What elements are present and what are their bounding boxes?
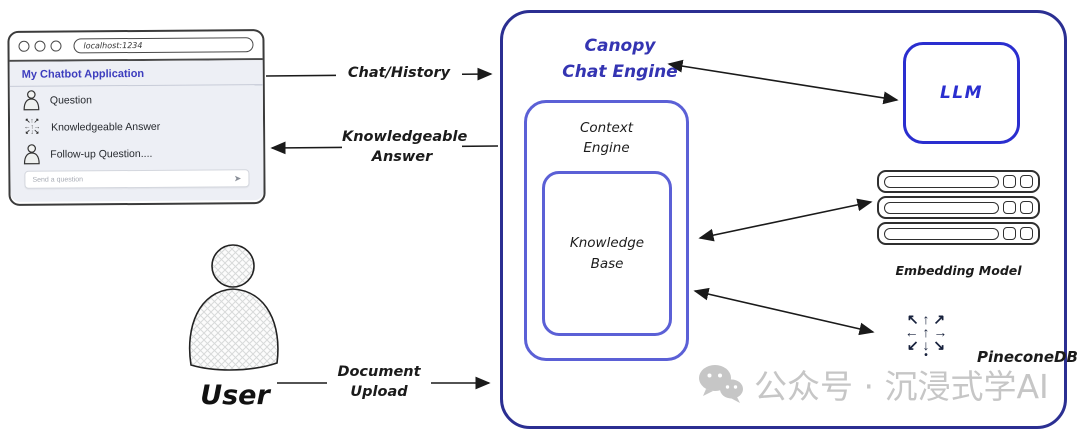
watermark: 公众号 · 沉浸式学AI xyxy=(698,360,1049,408)
server-rack-icon xyxy=(877,222,1040,245)
context-engine-box: Context Engine Knowledge Base xyxy=(524,100,689,361)
app-title: My Chatbot Application xyxy=(9,60,263,87)
pinecone-logo-icon: ↖ ↑ ↗ ← ↑ → ↙ ↓ ↘ • xyxy=(904,311,948,361)
knowledgeable-answer-label: Knowledgeable Answer xyxy=(342,127,467,168)
chat-history-label: Chat/History xyxy=(336,63,462,84)
question-input[interactable] xyxy=(32,174,234,184)
document-upload-label: Document Upload xyxy=(327,362,431,403)
message-label: Follow-up Question.... xyxy=(50,147,153,161)
chat-message-question: Question xyxy=(10,85,263,114)
question-input-bar: ➤ xyxy=(24,169,250,189)
user-figure xyxy=(188,244,279,371)
embedding-model-servers xyxy=(877,170,1040,248)
user-icon xyxy=(23,90,40,111)
window-control-icon[interactable] xyxy=(34,40,46,52)
watermark-text: 公众号 · 沉浸式学AI xyxy=(754,367,1049,406)
llm-label: LLM xyxy=(939,83,984,103)
address-bar[interactable]: localhost:1234 xyxy=(73,37,254,54)
pinecone-arrows-icon: ↖↑↗ ←↑→ ↙↓↘ xyxy=(23,117,41,137)
server-rack-icon xyxy=(877,196,1040,219)
user-icon xyxy=(23,144,40,165)
embedding-model-label: Embedding Model xyxy=(895,263,1022,278)
window-control-icon[interactable] xyxy=(50,40,62,52)
chat-message-answer: ↖↑↗ ←↑→ ↙↓↘ Knowledgeable Answer xyxy=(10,112,263,141)
pinecone-db-label: PineconeDB xyxy=(977,348,1078,366)
context-engine-label: Context Engine xyxy=(579,120,634,157)
server-rack-icon xyxy=(877,170,1040,193)
chat-content: My Chatbot Application Question ↖↑↗ ←↑→ … xyxy=(9,60,264,202)
browser-toolbar: localhost:1234 xyxy=(9,31,263,62)
message-label: Knowledgeable Answer xyxy=(51,120,161,134)
canopy-title: Canopy Chat Engine xyxy=(562,36,678,83)
user-label: User xyxy=(200,380,270,411)
wechat-icon xyxy=(699,365,743,403)
knowledge-base-box: Knowledge Base xyxy=(542,171,672,336)
knowledge-base-label: Knowledge Base xyxy=(569,235,645,272)
chat-message-followup: Follow-up Question.... xyxy=(10,139,263,168)
window-control-icon[interactable] xyxy=(18,40,30,52)
chatbot-browser-window: localhost:1234 My Chatbot Application Qu… xyxy=(7,29,266,206)
message-label: Question xyxy=(49,93,92,107)
send-icon[interactable]: ➤ xyxy=(233,172,242,183)
llm-box: LLM xyxy=(903,42,1020,144)
